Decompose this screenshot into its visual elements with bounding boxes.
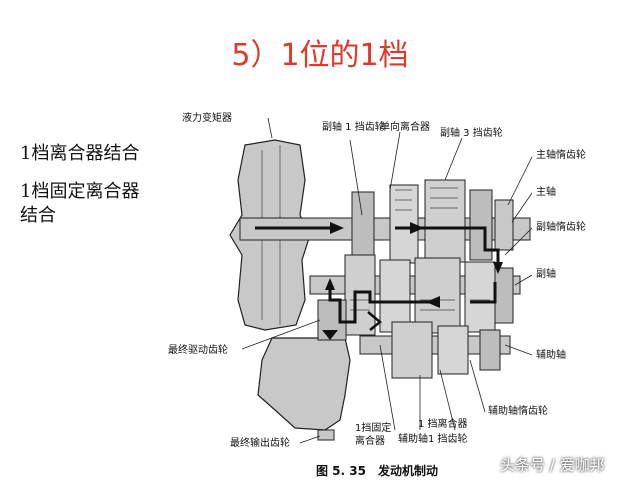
note-line-3: 结合 [20, 205, 56, 226]
label-aux-shaft-1st-gear: 辅助轴1 挡齿轮 [398, 432, 468, 445]
note-line-1: 1档离合器结合 [20, 143, 140, 164]
label-first-hold-clutch-1: 1挡固定 [355, 421, 391, 434]
page-title: 5）1位的1档 [231, 38, 409, 73]
final-output-housing [257, 337, 351, 431]
label-sub-shaft-1st-gear: 副轴 1 挡齿轮 [322, 120, 385, 133]
watermark: 头条号 / 爱咖邦 [500, 456, 605, 474]
label-first-clutch: 1 挡离合器 [418, 417, 468, 430]
label-final-drive-gear: 最终驱动齿轮 [168, 343, 228, 356]
note-line-2: 1档固定离合器 [20, 181, 140, 202]
figure-caption: 图 5. 35 发动机制动 [316, 464, 438, 478]
label-aux-shaft: 辅助轴 [536, 348, 566, 361]
label-final-output-gear: 最终输出齿轮 [230, 436, 290, 449]
label-first-hold-clutch-2: 离合器 [355, 434, 385, 447]
label-sub-shaft: 副轴 [536, 267, 556, 280]
label-main-shaft: 主轴 [536, 185, 556, 198]
label-sub-idler-gear: 副轴惰齿轮 [536, 220, 586, 233]
label-sub-shaft-3rd-gear: 副轴 3 挡齿轮 [440, 126, 503, 139]
power-flow-path [255, 226, 500, 268]
label-aux-idler-gear: 辅助轴惰齿轮 [488, 404, 548, 417]
label-torque-converter: 液力变矩器 [182, 111, 232, 124]
label-main-idler-gear: 主轴惰齿轮 [536, 148, 586, 161]
label-one-way-clutch: 单向离合器 [380, 120, 430, 133]
